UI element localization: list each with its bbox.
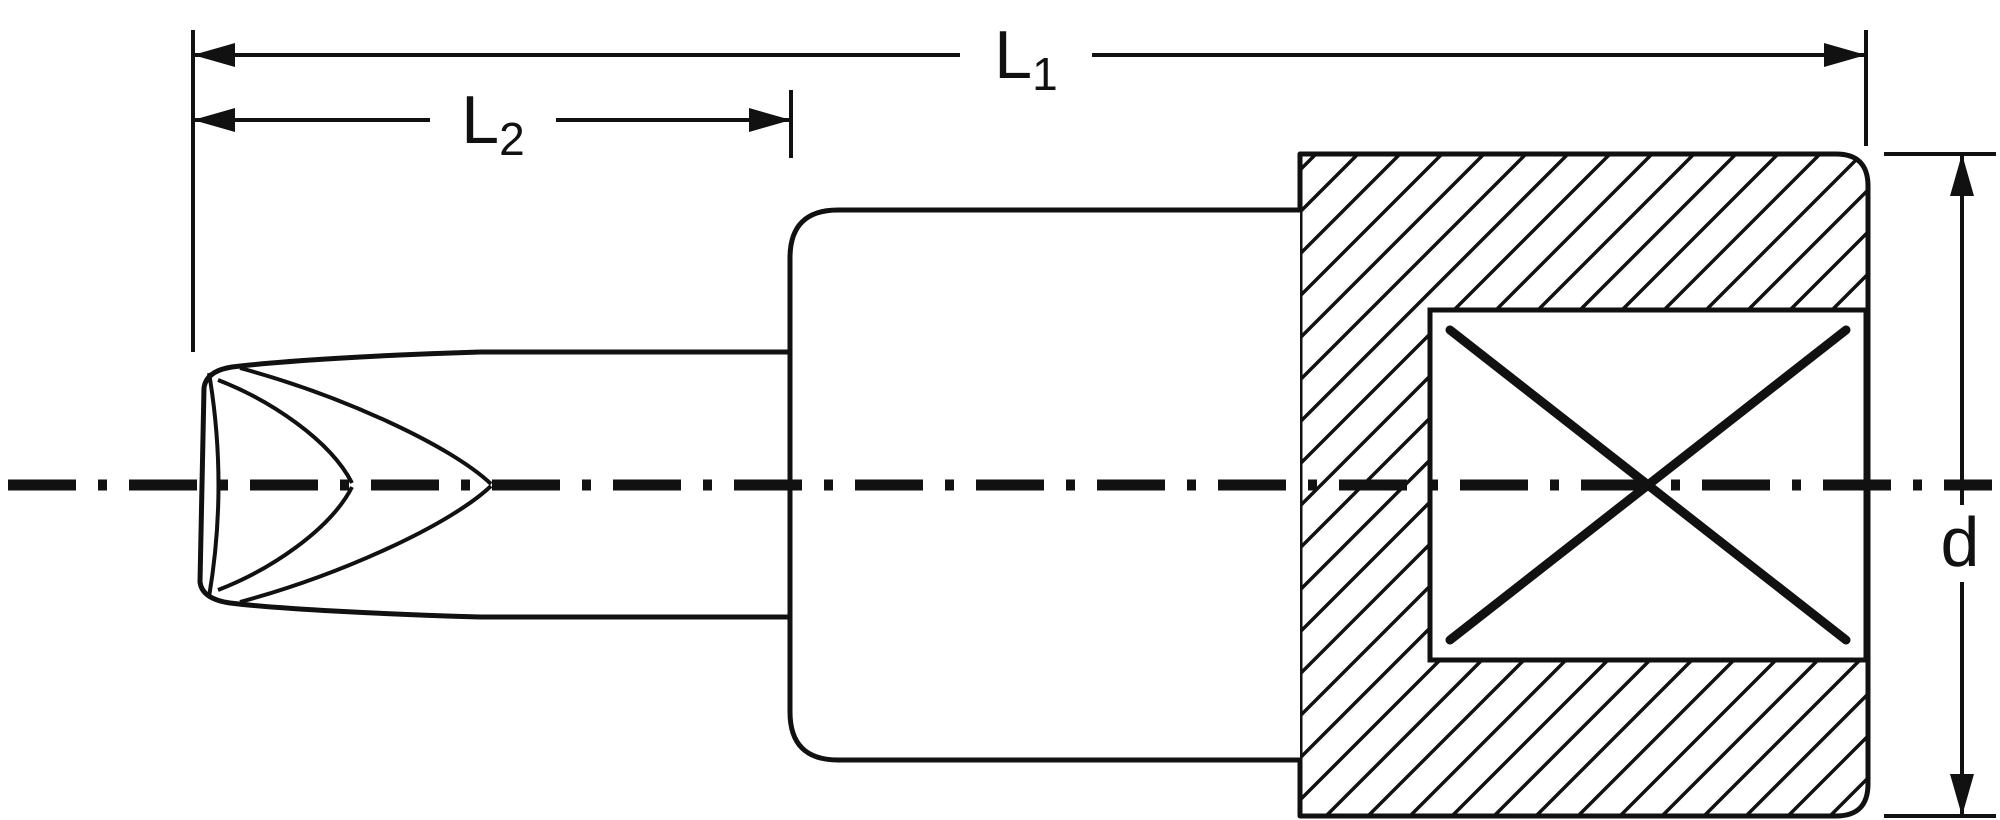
d-arrowhead-bottom [1950, 774, 1974, 816]
l2-arrowhead-left [193, 108, 235, 132]
l1-arrowhead-left [193, 43, 235, 67]
dimension-d: d [1884, 152, 1996, 818]
l1-label-main: L [994, 17, 1032, 93]
l1-label-subscript: 1 [1032, 48, 1058, 100]
torx-flute-curve-upper-outer [239, 366, 493, 486]
bit-shaft [480, 349, 790, 620]
d-label-main: d [1941, 503, 1980, 581]
l1-label: L1 [994, 17, 1057, 100]
torx-flute-curve-upper-inner [217, 378, 354, 484]
l2-label: L2 [461, 82, 524, 165]
l1-arrowhead-right [1824, 43, 1866, 67]
d-label: d [1941, 503, 1980, 581]
d-arrowhead-top [1950, 154, 1974, 196]
dimension-l1: L1 [191, 17, 1868, 352]
l2-label-subscript: 2 [499, 113, 525, 165]
l2-label-main: L [461, 82, 499, 158]
torx-tip-face-arc [207, 372, 221, 598]
l2-arrowhead-right [749, 108, 791, 132]
bit-socket [197, 151, 1871, 819]
torx-flute-curve-lower-inner [217, 486, 354, 592]
dimension-l2: L2 [193, 82, 793, 165]
torx-flute-curve-lower-outer [239, 484, 493, 604]
